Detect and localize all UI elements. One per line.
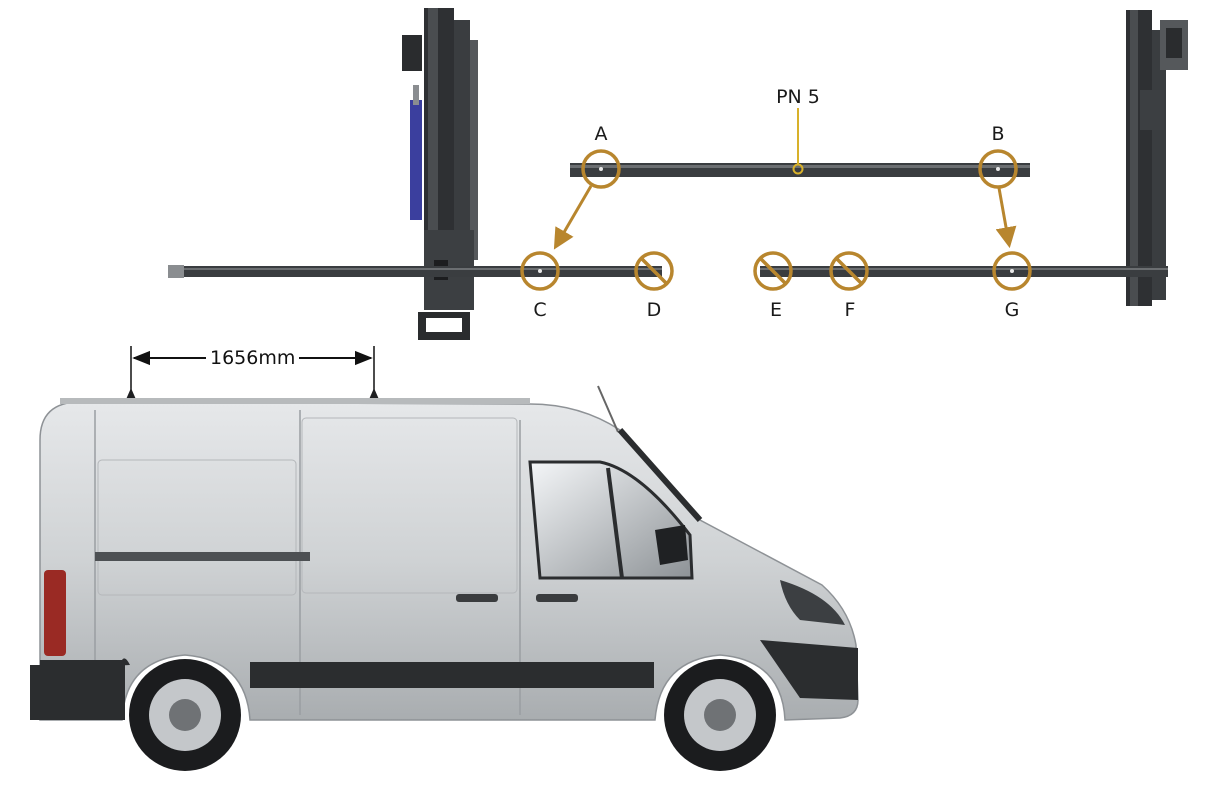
- part-label-pn5: PN 5: [776, 86, 820, 108]
- rear-wheel: [129, 659, 241, 771]
- point-label-g: G: [1004, 299, 1020, 321]
- side-mirror: [655, 525, 688, 565]
- marker-a: [581, 149, 621, 189]
- van-illustration: [30, 385, 859, 771]
- marker-c: [520, 251, 560, 291]
- marker-e-strike: [758, 256, 788, 286]
- arrow-a-to-c: [553, 185, 593, 250]
- point-label-f: F: [844, 299, 856, 321]
- marker-b: [978, 149, 1018, 189]
- arrow-b-to-g: [995, 187, 1017, 249]
- point-label-e: E: [769, 299, 783, 321]
- front-wheel: [664, 659, 776, 771]
- point-label-a: A: [594, 123, 608, 145]
- pn5-pin: [792, 163, 804, 175]
- upper-crossbar: [570, 163, 1030, 177]
- marker-g: [992, 251, 1032, 291]
- point-label-c: C: [533, 299, 547, 321]
- dimension-label: 1656mm: [206, 349, 300, 368]
- marker-d-strike: [639, 256, 669, 286]
- marker-f-strike: [834, 256, 864, 286]
- handle: [418, 312, 470, 340]
- marker-d: [634, 251, 674, 291]
- right-loader-frame: [1126, 10, 1188, 306]
- point-label-b: B: [991, 123, 1005, 145]
- point-label-d: D: [646, 299, 662, 321]
- marker-f: [829, 251, 869, 291]
- lower-crossbar: [168, 265, 1168, 278]
- left-loader-frame: [402, 8, 478, 340]
- gas-strut: [410, 100, 422, 220]
- marker-e: [753, 251, 793, 291]
